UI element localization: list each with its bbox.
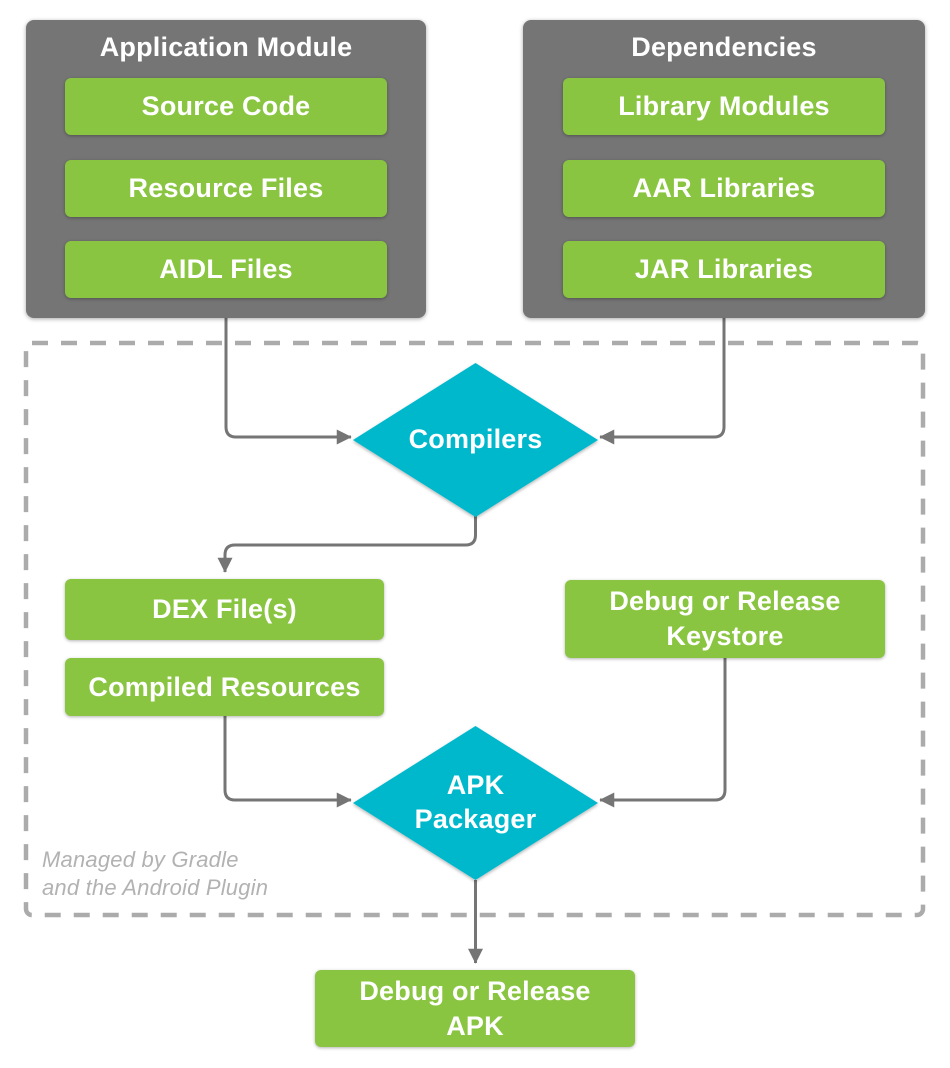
panel-application-module: Application Module Source Code Resource … (26, 20, 426, 318)
compiled-resources-box: Compiled Resources (65, 658, 384, 716)
keystore-box: Debug or Release Keystore (565, 580, 885, 658)
library-modules-box: Library Modules (563, 78, 885, 135)
gradle-scope-caption: Managed by Gradle and the Android Plugin (42, 847, 269, 900)
dex-files-box: DEX File(s) (65, 579, 384, 640)
compilers-diamond (353, 363, 598, 517)
resource-files-box: Resource Files (65, 160, 387, 217)
panel-dependencies: Dependencies Library Modules AAR Librari… (523, 20, 925, 318)
apk-output-box: Debug or Release APK (315, 970, 635, 1047)
gradle-scope-dashed-border (23, 340, 926, 918)
aidl-files-box: AIDL Files (65, 241, 387, 298)
application-module-title: Application Module (99, 32, 353, 62)
arrow-compilers-to-dex (217, 516, 477, 573)
source-code-box: Source Code (65, 78, 387, 135)
arrow-compiled-resources-to-apk-packager (223, 716, 352, 808)
jar-libraries-box: JAR Libraries (563, 241, 885, 298)
aar-libraries-box: AAR Libraries (563, 160, 885, 217)
arrow-dependencies-to-compilers (599, 318, 726, 445)
dependencies-title: Dependencies (631, 32, 817, 62)
arrow-application-module-to-compilers (224, 318, 352, 445)
apk-packager-diamond (353, 726, 598, 880)
arrow-keystore-to-apk-packager (599, 658, 727, 808)
